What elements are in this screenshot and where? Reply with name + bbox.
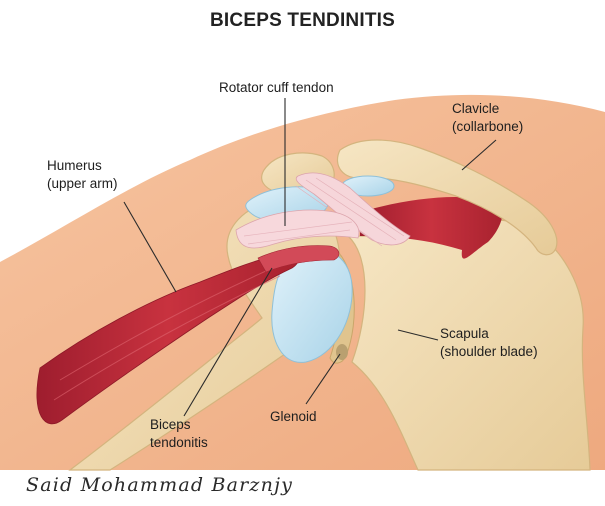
diagram-title: BICEPS TENDINITIS [210, 10, 395, 31]
label-biceps-tendonitis: Biceps tendonitis [150, 417, 208, 450]
supraspinatus-muscle [360, 197, 503, 259]
biceps-muscle [36, 251, 299, 425]
label-humerus: Humerus (upper arm) [47, 158, 118, 191]
label-clavicle: Clavicle (collarbone) [452, 101, 524, 134]
label-rotator-cuff-tendon: Rotator cuff tendon [219, 80, 334, 95]
author-signature: Said Mohammad Barznjy [26, 474, 294, 496]
humeral-head-cartilage [271, 249, 353, 363]
label-scapula: Scapula (shoulder blade) [440, 326, 538, 359]
leader-lines [123, 98, 497, 417]
label-glenoid: Glenoid [270, 409, 317, 424]
biceps-tendon-inflamed [257, 245, 340, 273]
coracoacromial-ligament [295, 172, 411, 246]
